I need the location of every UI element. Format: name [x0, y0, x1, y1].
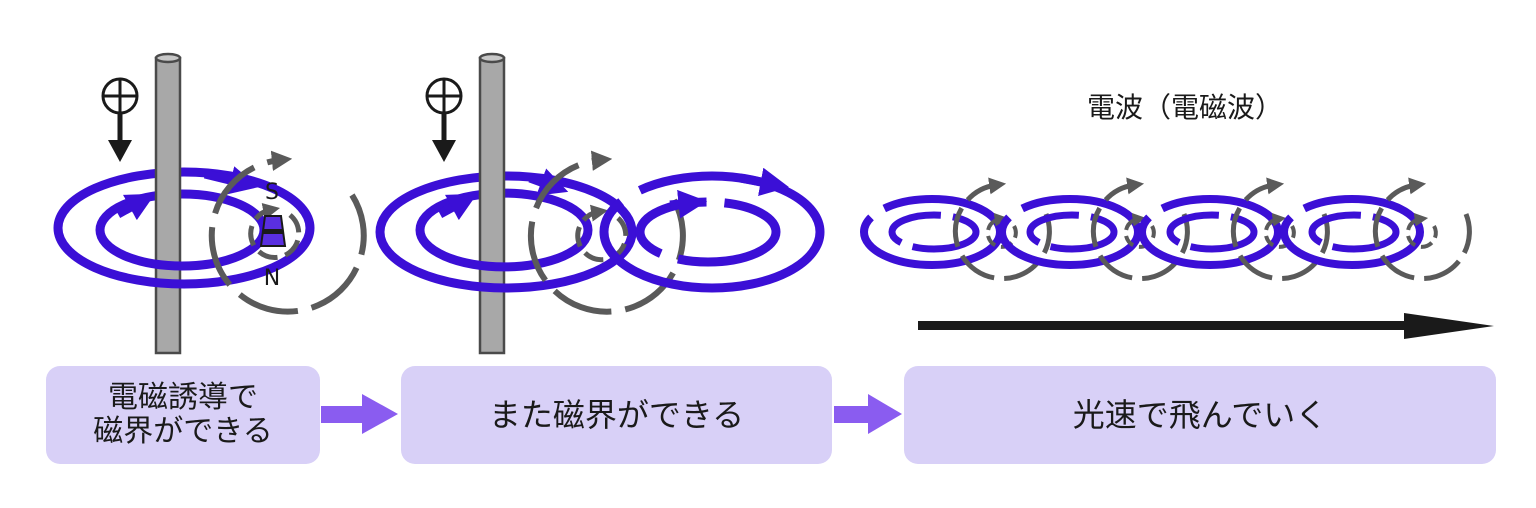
new-inner-loop-arrow — [669, 189, 708, 219]
arrow-down-icon — [108, 114, 132, 162]
wave-magnetic-loop-inner — [1123, 212, 1156, 249]
wave-field-loop-inner — [1308, 211, 1400, 253]
new-field-loop-outer — [599, 171, 825, 293]
arrow-down-icon — [432, 114, 456, 162]
wave-train — [860, 177, 1472, 282]
wave-field-loop-outer — [1138, 195, 1282, 269]
conductor-rod — [154, 56, 182, 355]
wave-field-loop-inner — [1026, 211, 1118, 253]
magnetic-loop-inner — [248, 203, 302, 260]
new-field-loop-inner — [635, 197, 781, 267]
south-pole-label: S — [265, 180, 279, 205]
wave-magnetic-loop-outer — [1090, 177, 1190, 282]
compass-needle — [259, 215, 287, 247]
conductor-rod-top — [478, 52, 506, 64]
step-box-2: また磁界ができる — [401, 366, 832, 464]
step-1-line-2: 磁界ができる — [93, 414, 273, 449]
wave-magnetic-loop-inner — [1405, 212, 1438, 249]
north-pole-label: N — [264, 266, 280, 291]
panel-1-induction: S N — [53, 52, 367, 355]
step-2-line-1: また磁界ができる — [488, 395, 745, 434]
conductor-rod — [478, 56, 506, 355]
long-arrow-right-icon — [918, 313, 1494, 339]
step-1-line-1: 電磁誘導で — [108, 379, 258, 415]
wave-field-loop-outer — [860, 195, 1004, 269]
outer-field-loop-front — [53, 227, 315, 289]
magnetic-loop-inner — [575, 204, 629, 263]
inner-loop-arrow — [437, 193, 478, 221]
circled-plus-icon — [101, 77, 139, 115]
wave-magnetic-loop-inner — [985, 212, 1018, 249]
step-box-1: 電磁誘導で 磁界ができる — [46, 366, 320, 464]
new-outer-loop-arrow — [739, 167, 789, 197]
wave-magnetic-loop-inner — [1263, 212, 1296, 249]
inner-loop-arrow — [115, 193, 156, 221]
conductor-rod-top — [154, 52, 182, 64]
arrow-right-icon — [321, 394, 398, 434]
wave-field-loop-outer — [1280, 195, 1424, 269]
wave-field-loop-inner — [1166, 211, 1258, 253]
step-3-line-1: 光速で飛んでいく — [1072, 395, 1328, 434]
outer-field-loop-back — [53, 167, 315, 229]
wave-field-loop-outer — [998, 195, 1142, 269]
wave-magnetic-loop-outer — [1372, 177, 1472, 282]
magnetic-loop-outer — [208, 150, 367, 315]
wave-title: 電波（電磁波） — [1087, 91, 1283, 124]
panel-3-wave: 電波（電磁波） — [860, 91, 1494, 339]
panel-2-induction — [375, 52, 825, 355]
wave-magnetic-loop-outer — [952, 177, 1052, 282]
wave-magnetic-loop-outer — [1230, 177, 1330, 282]
circled-plus-icon — [425, 77, 463, 115]
step-box-3: 光速で飛んでいく — [904, 366, 1496, 464]
inner-field-loop-front — [95, 229, 269, 271]
wave-field-loop-inner — [888, 211, 980, 253]
arrow-right-icon — [834, 394, 902, 434]
inner-field-loop-back — [95, 189, 269, 231]
